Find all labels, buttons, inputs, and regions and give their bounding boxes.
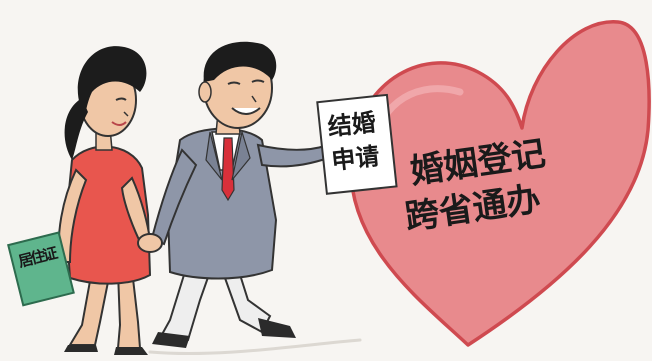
ground-shadow (148, 338, 362, 356)
application-form-line1: 结婚 (326, 107, 377, 141)
marriage-application-form: 结婚 申请 (316, 93, 398, 195)
man (137, 41, 341, 348)
woman (57, 46, 152, 355)
residence-permit-card: 居住证 (7, 231, 75, 307)
application-form-line2: 申请 (330, 141, 381, 175)
